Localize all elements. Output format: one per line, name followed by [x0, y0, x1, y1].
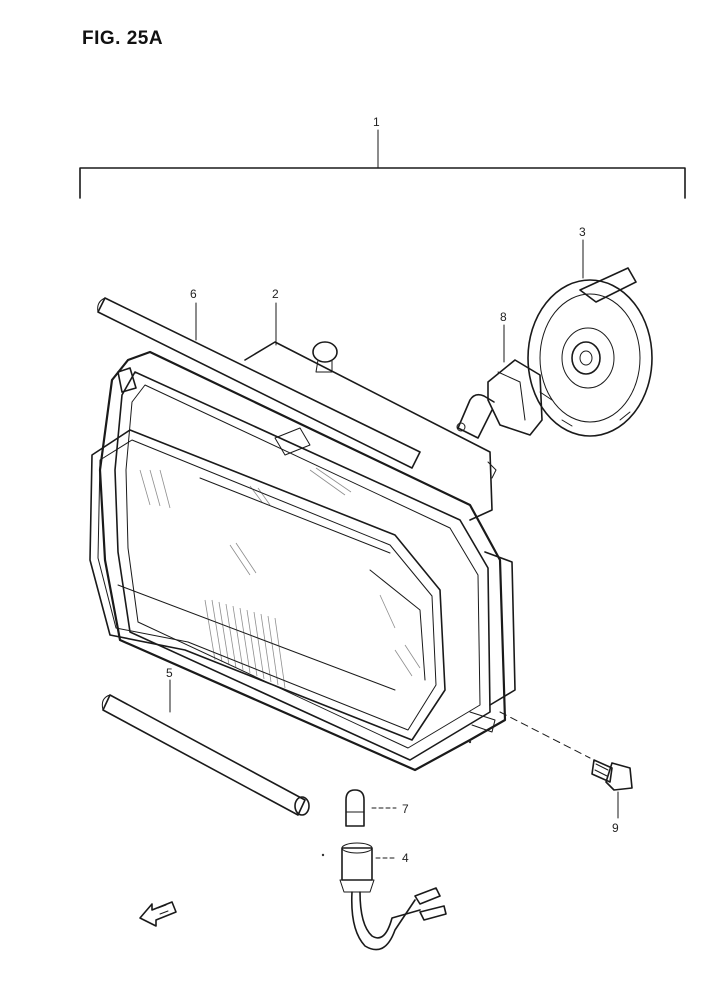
callout-7: 7 [402, 802, 409, 816]
position-bulb-icon [345, 789, 397, 827]
callout-6: 6 [190, 287, 197, 301]
adjusting-screw-icon [499, 711, 633, 819]
callout-1: 1 [373, 115, 380, 129]
lower-seal-strip-icon [101, 679, 310, 816]
callout-8: 8 [500, 310, 507, 324]
upper-seal-strip-icon [97, 297, 421, 469]
callout-2: 2 [272, 287, 279, 301]
figure-title: FIG. 25A [82, 28, 164, 49]
callout-3: 3 [579, 225, 586, 239]
headlight-housing-icon [89, 302, 516, 772]
headlight-bulb-icon [456, 324, 543, 439]
callout-9: 9 [612, 821, 619, 835]
assembly-bracket-icon [79, 129, 686, 199]
callout-5: 5 [166, 666, 173, 680]
position-lamp-socket-icon [339, 842, 447, 951]
callout-4: 4 [402, 851, 409, 865]
bulb-socket-cover-icon [527, 239, 653, 437]
lens-hatching [139, 467, 421, 689]
front-direction-arrow-icon [139, 901, 177, 927]
alignment-dots [321, 740, 472, 857]
